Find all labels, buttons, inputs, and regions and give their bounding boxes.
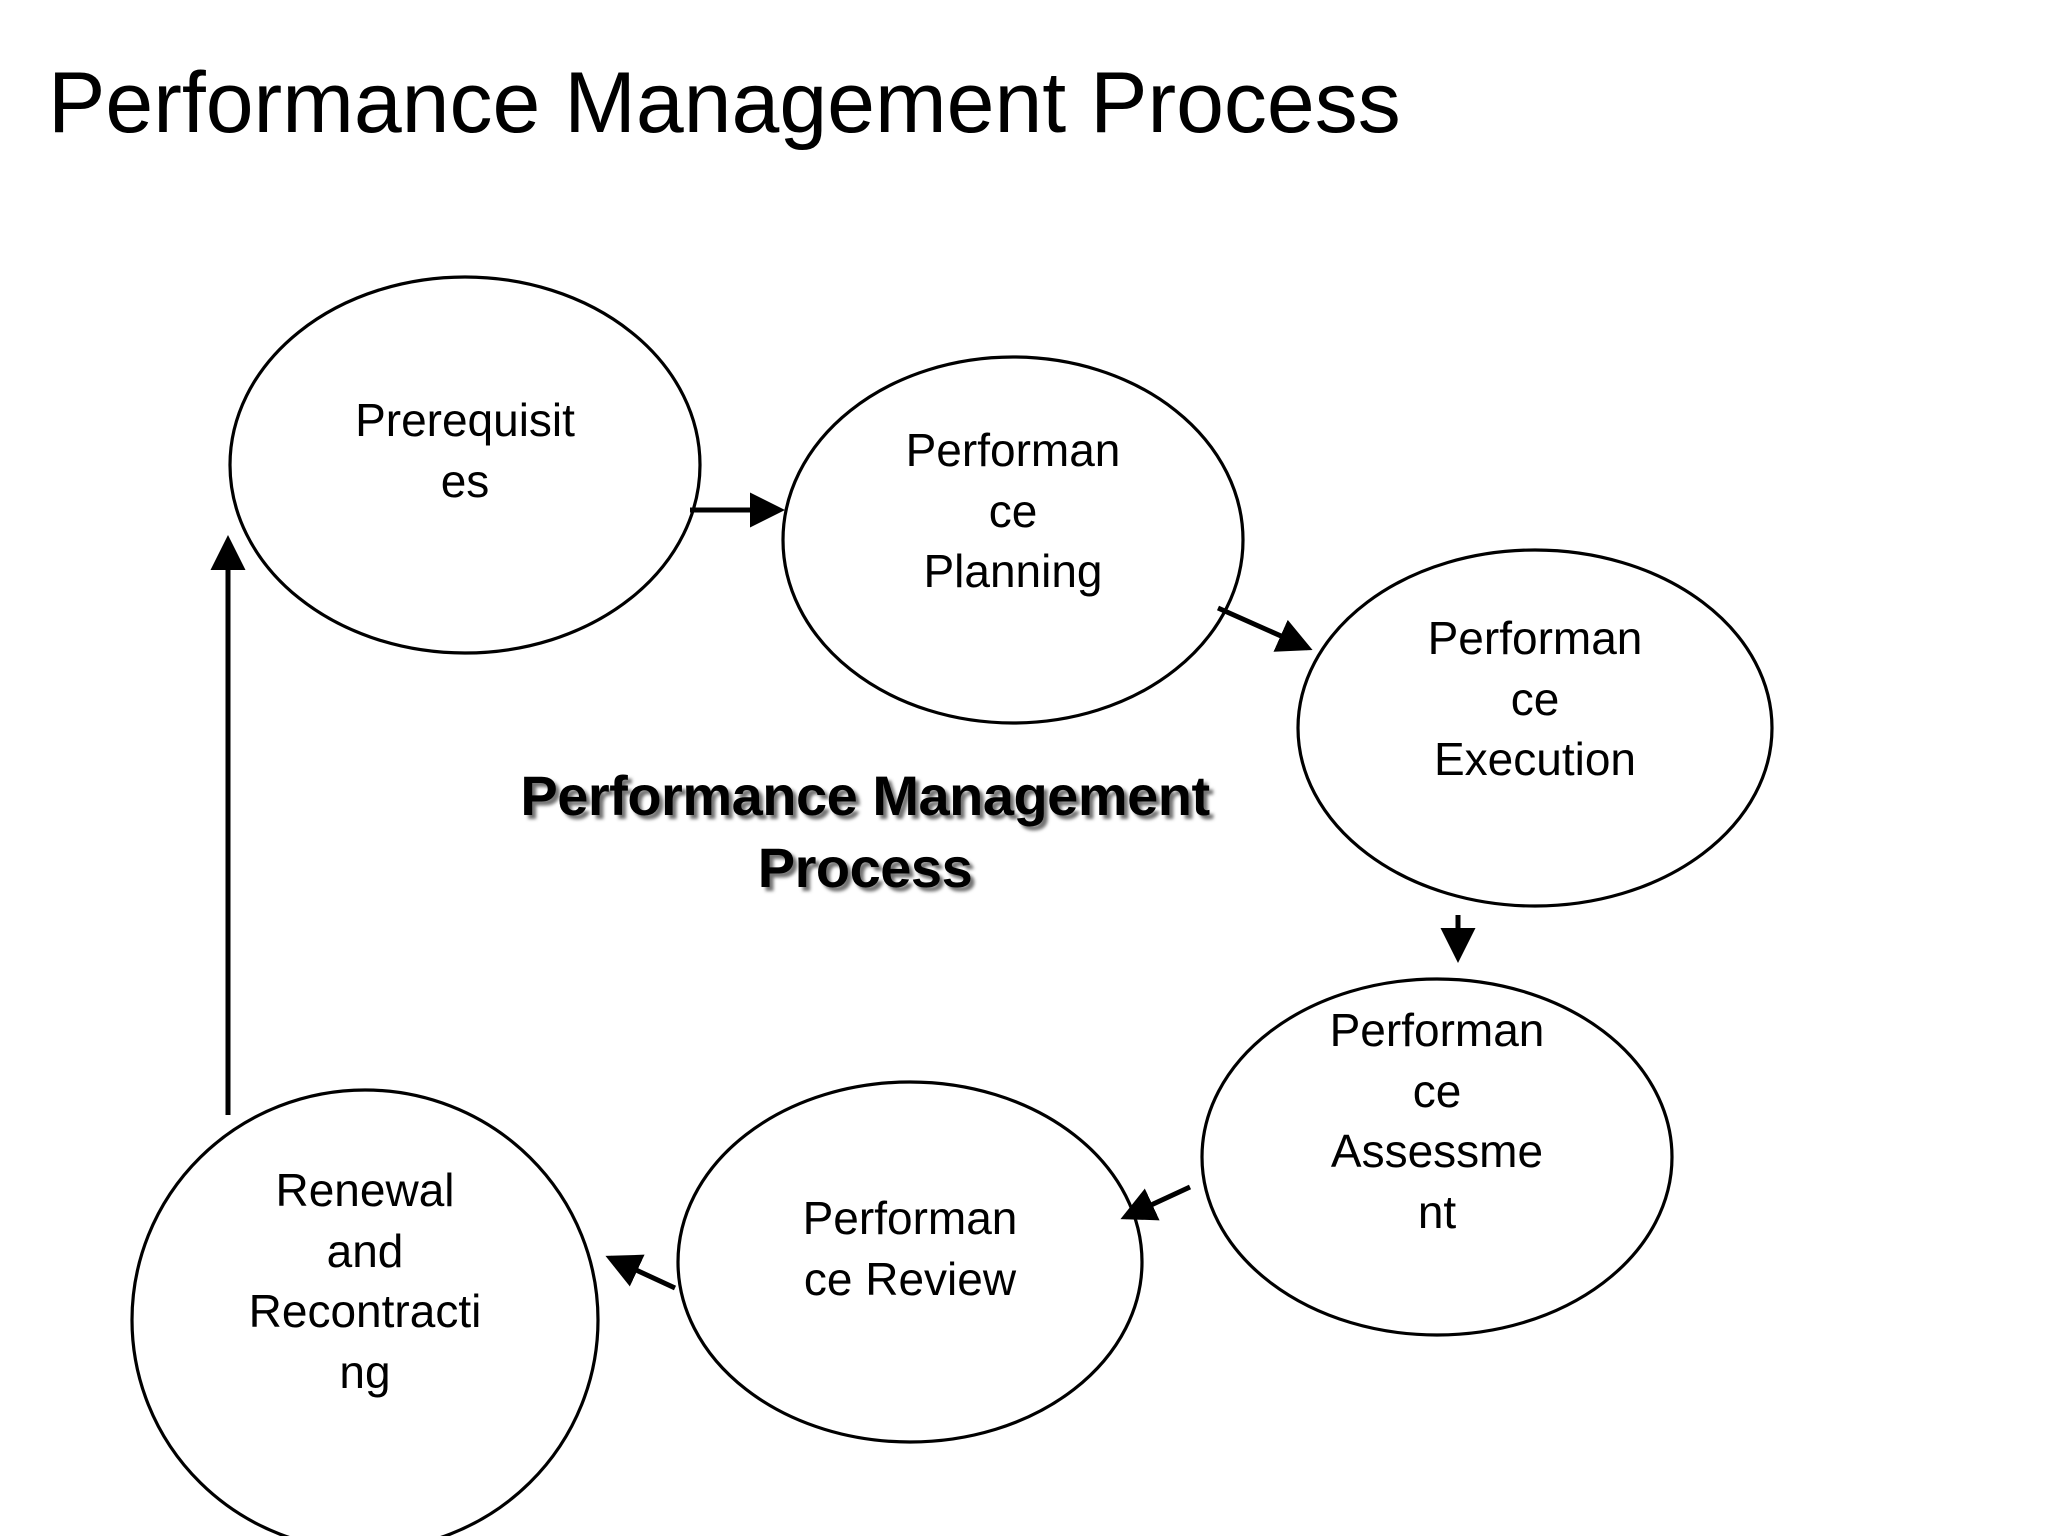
node-ellipse-performance-planning[interactable]	[781, 355, 1245, 725]
node-ellipse-performance-execution[interactable]	[1296, 548, 1774, 908]
connector-assessment-to-review	[1120, 1184, 1192, 1221]
node-ellipse-prerequisites[interactable]	[228, 275, 702, 655]
center-caption: Performance Management Process	[440, 760, 1290, 903]
connector-planning-to-execution	[1216, 605, 1313, 652]
node-ellipse-performance-assessment[interactable]	[1200, 977, 1674, 1337]
center-caption-line2: Process	[757, 835, 973, 899]
connector-review-to-renewal	[605, 1254, 677, 1291]
center-caption-line1: Performance Management	[520, 764, 1210, 827]
node-ellipse-performance-review[interactable]	[676, 1080, 1144, 1444]
page-title: Performance Management Process	[48, 55, 1401, 151]
node-ellipse-renewal-and-recontracting[interactable]	[130, 1088, 600, 1536]
